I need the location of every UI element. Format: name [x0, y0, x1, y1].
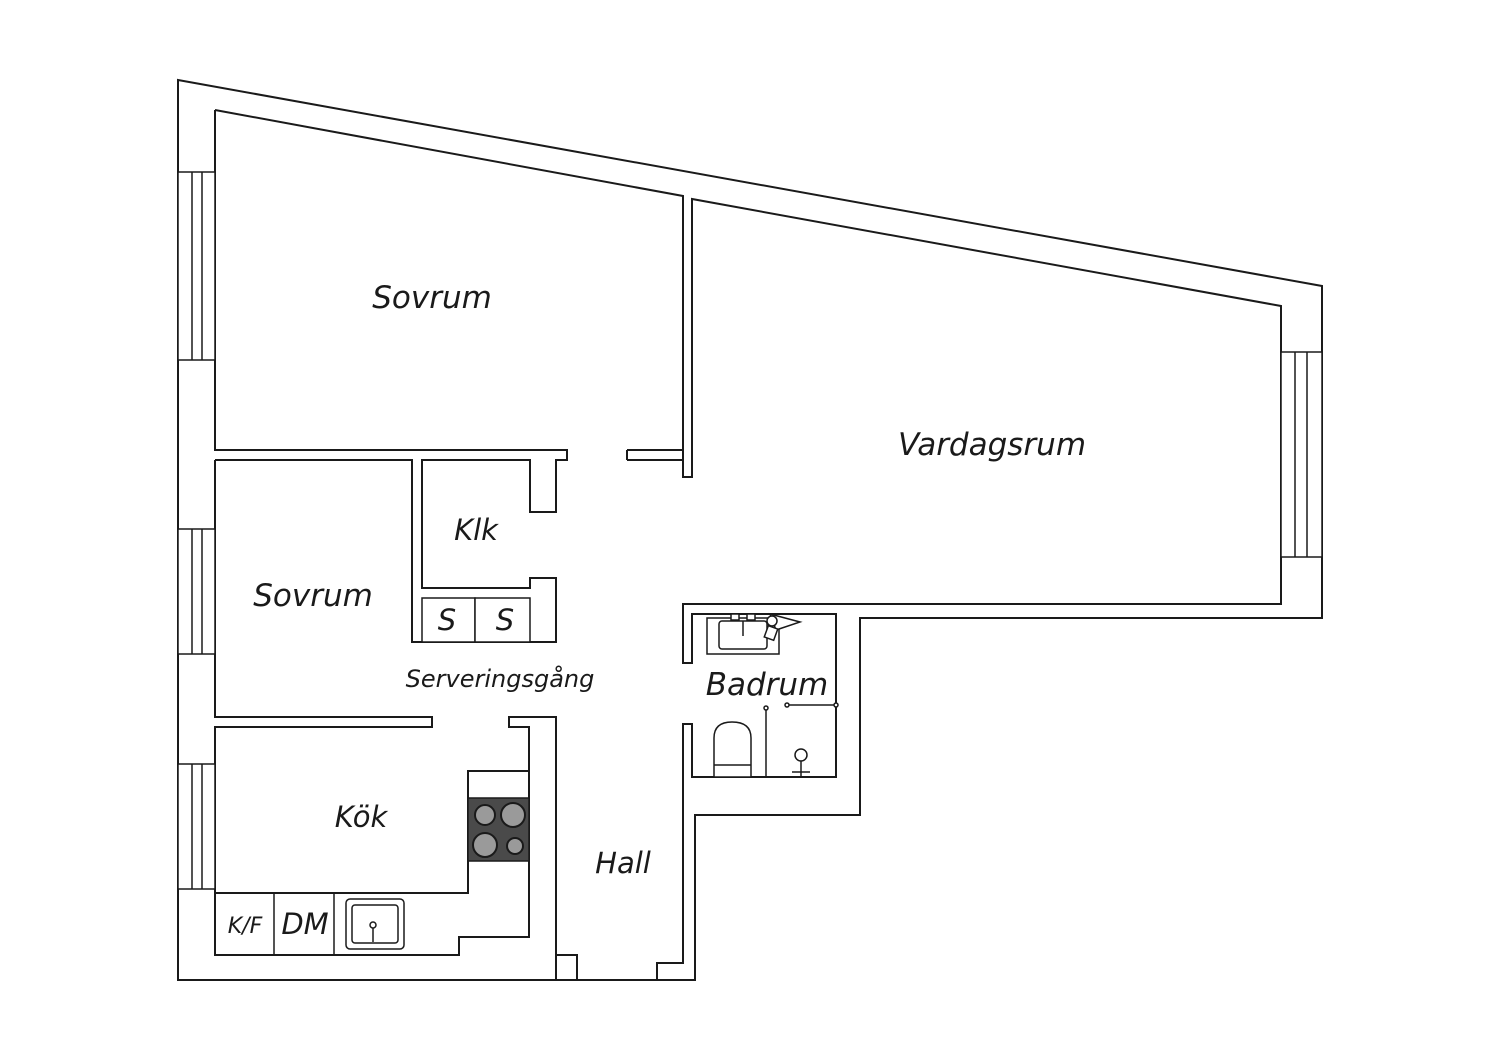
label-vardagsrum: Vardagsrum: [898, 427, 1086, 463]
hall-entry-left: [556, 954, 578, 980]
bedroom-corridor-stub: [626, 449, 683, 461]
window-sovrum-1: [177, 171, 216, 361]
label-sovrum-1: Sovrum: [372, 280, 492, 316]
sovrum-1-lower-wall: [214, 110, 568, 643]
label-wardrobe-2: S: [496, 603, 514, 637]
label-fridge-freezer: K/F: [228, 914, 263, 939]
window-kok: [177, 763, 216, 890]
toilet-icon: [713, 721, 752, 778]
label-klk: Klk: [454, 513, 499, 547]
label-wardrobe-1: S: [438, 603, 456, 637]
washer-icon: [763, 612, 803, 642]
label-sovrum-2: Sovrum: [253, 578, 373, 614]
label-hall: Hall: [595, 846, 651, 880]
label-dishwasher: DM: [281, 907, 328, 941]
kitchen-bottom-wall: [214, 771, 530, 956]
label-serveringsgang: Serveringsgång: [406, 664, 595, 693]
stove-icon: [467, 797, 530, 862]
label-kok: Kök: [335, 800, 389, 834]
label-badrum: Badrum: [706, 667, 829, 703]
shower-drain-icon: [792, 748, 810, 778]
window-sovrum-2: [177, 528, 216, 655]
outer-wall: [177, 78, 1323, 981]
sovrum-1-wall: [214, 109, 1282, 980]
window-vardagsrum: [1280, 351, 1323, 558]
wardrobe-2: [474, 597, 531, 643]
kitchen-sink-icon: [345, 898, 405, 950]
